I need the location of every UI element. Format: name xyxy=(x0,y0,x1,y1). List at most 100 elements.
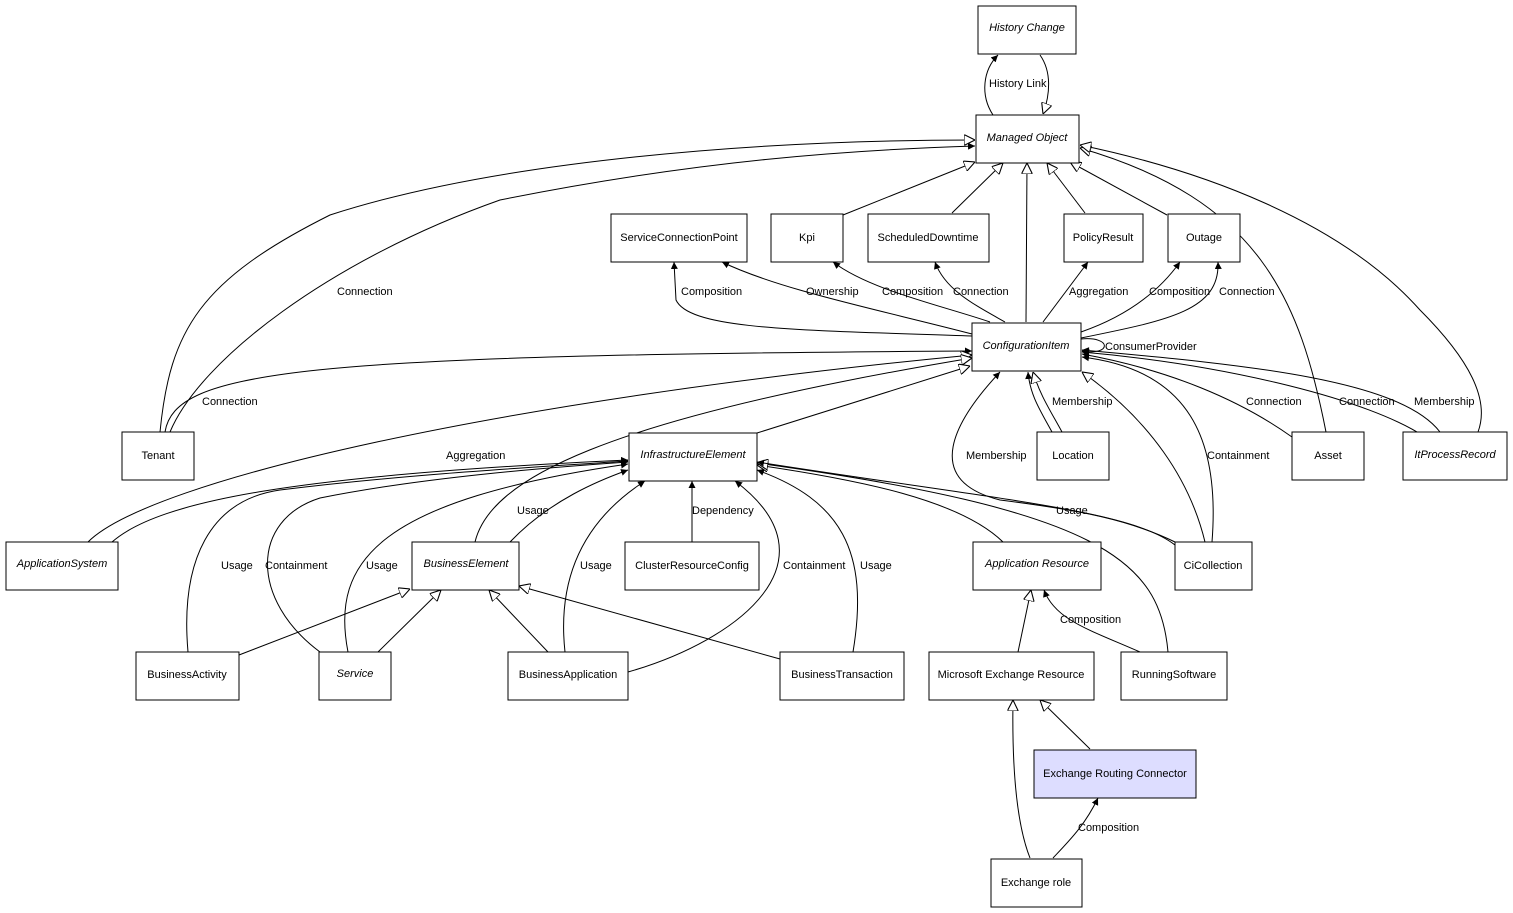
edge-label: Connection xyxy=(337,286,393,298)
node-label: Asset xyxy=(1314,450,1342,462)
edge-label: Composition xyxy=(681,286,742,298)
edge-itpr-generalization xyxy=(1080,145,1482,433)
node-label: Tenant xyxy=(141,450,174,462)
node-policy-result[interactable]: PolicyResult xyxy=(1063,213,1144,263)
node-label: Application Resource xyxy=(984,558,1089,570)
edge-rs-ar-composition xyxy=(1043,589,1141,653)
edge-label: Usage xyxy=(221,560,253,572)
node-label: Location xyxy=(1052,450,1094,462)
edge-history-link xyxy=(984,54,999,116)
edge-label: Aggregation xyxy=(446,450,505,462)
edge-ci-sd-composition xyxy=(832,261,991,323)
edge-pr-generalization xyxy=(1047,163,1086,214)
node-outage[interactable]: Outage xyxy=(1167,213,1241,263)
edge-bapp-ie-containment xyxy=(627,480,780,673)
node-asset[interactable]: Asset xyxy=(1291,431,1365,481)
edge-label: Composition xyxy=(1060,614,1121,626)
node-label: ClusterResourceConfig xyxy=(635,560,749,572)
edge-mer-ar-generalization xyxy=(1017,590,1031,653)
edge-appsys-ie-aggregation xyxy=(111,456,629,543)
edge-location-ci-generalization xyxy=(1033,372,1063,433)
node-configuration-item[interactable]: ConfigurationItem xyxy=(971,322,1082,372)
nodes: History Change Managed Object ServiceCon… xyxy=(5,5,1508,908)
node-label: ScheduledDowntime xyxy=(878,232,979,244)
edge-label: Ownership xyxy=(806,286,859,298)
edge-service-be-generalization xyxy=(377,590,441,653)
edge-outage-generalization xyxy=(1070,162,1168,216)
node-service[interactable]: Service xyxy=(318,651,392,701)
edge-ar-ie-generalization xyxy=(757,465,1004,543)
edge-tenant-generalization xyxy=(159,140,975,433)
edge-location-membership xyxy=(1025,371,1053,433)
node-label: History Change xyxy=(989,22,1065,34)
node-label: Exchange role xyxy=(1001,877,1071,889)
edge-label: Containment xyxy=(783,560,845,572)
edge-ci-pr-aggregation xyxy=(1042,261,1089,323)
edge-cicoll-ci-containment xyxy=(1081,354,1214,543)
node-cluster-resource-config[interactable]: ClusterResourceConfig xyxy=(624,541,760,591)
edge-cicoll-ci-generalization xyxy=(1082,372,1206,543)
edge-label: Aggregation xyxy=(1069,286,1128,298)
edge-label: Connection xyxy=(1219,286,1275,298)
node-tenant[interactable]: Tenant xyxy=(121,431,195,481)
edge-label: Usage xyxy=(366,560,398,572)
edge-ba-be-generalization xyxy=(238,589,410,656)
node-label: InfrastructureElement xyxy=(640,449,746,461)
node-label: Managed Object xyxy=(987,132,1069,144)
node-kpi[interactable]: Kpi xyxy=(770,213,844,263)
node-infrastructure-element[interactable]: InfrastructureElement xyxy=(628,432,758,482)
node-microsoft-exchange-resource[interactable]: Microsoft Exchange Resource xyxy=(928,651,1095,701)
edge-label: Containment xyxy=(1207,450,1269,462)
edge-bapp-be-generalization xyxy=(489,590,549,653)
edge-rs-ie-generalization xyxy=(757,463,1169,653)
edge-ci-outage-connection xyxy=(1080,261,1222,339)
edge-label: Containment xyxy=(265,560,327,572)
node-label: PolicyResult xyxy=(1073,232,1134,244)
edge-kpi-generalization xyxy=(842,162,975,216)
node-ci-collection[interactable]: CiCollection xyxy=(1174,541,1253,591)
edge-label: Connection xyxy=(202,396,258,408)
edge-be-ci-generalization xyxy=(474,358,972,543)
edge-tenant-ci-connection xyxy=(164,347,973,433)
node-label: ItProcessRecord xyxy=(1414,449,1496,461)
edge-ci-sd-connection xyxy=(934,261,1006,323)
edge-label: Connection xyxy=(953,286,1009,298)
edge-asset-generalization xyxy=(1080,148,1327,433)
edge-ci-kpi-ownership xyxy=(721,261,973,335)
node-business-application[interactable]: BusinessApplication xyxy=(507,651,629,701)
node-business-activity[interactable]: BusinessActivity xyxy=(135,651,240,701)
node-managed-object[interactable]: Managed Object xyxy=(975,114,1080,164)
edge-itpr-ci-membership xyxy=(1081,347,1441,433)
node-location[interactable]: Location xyxy=(1036,431,1110,481)
node-service-connection-point[interactable]: ServiceConnectionPoint xyxy=(610,213,748,263)
edge-cicoll-ie-usage xyxy=(756,459,1176,546)
edge-label: Composition xyxy=(1078,822,1139,834)
node-label: Outage xyxy=(1186,232,1222,244)
node-scheduled-downtime[interactable]: ScheduledDowntime xyxy=(867,213,990,263)
edge-label: Dependency xyxy=(692,505,754,517)
edge-label: Connection xyxy=(1246,396,1302,408)
node-exchange-routing-connector[interactable]: Exchange Routing Connector xyxy=(1033,749,1197,799)
edge-bt-be-generalization xyxy=(519,586,781,660)
node-exchange-role[interactable]: Exchange role xyxy=(990,858,1083,908)
edge-labels: History Link Connection Composition Owne… xyxy=(202,78,1475,834)
edge-label: Usage xyxy=(517,505,549,517)
edge-bt-ie-usage xyxy=(756,469,859,653)
edge-label: Membership xyxy=(1052,396,1113,408)
node-running-software[interactable]: RunningSoftware xyxy=(1120,651,1228,701)
edge-bapp-ie-usage xyxy=(563,480,646,653)
edge-service-ie-usage xyxy=(344,461,629,653)
node-business-transaction[interactable]: BusinessTransaction xyxy=(779,651,905,701)
node-label: Kpi xyxy=(799,232,815,244)
node-history-change[interactable]: History Change xyxy=(977,5,1077,55)
node-it-process-record[interactable]: ItProcessRecord xyxy=(1402,431,1508,481)
node-label: CiCollection xyxy=(1184,560,1243,572)
node-label: Microsoft Exchange Resource xyxy=(938,669,1085,681)
node-application-resource[interactable]: Application Resource xyxy=(972,541,1102,591)
node-label: BusinessApplication xyxy=(519,669,617,681)
node-application-system[interactable]: ApplicationSystem xyxy=(5,541,119,591)
edge-service-ie-containment xyxy=(267,458,629,653)
node-business-element[interactable]: BusinessElement xyxy=(411,541,520,591)
edge-be-ie-usage xyxy=(509,469,629,543)
